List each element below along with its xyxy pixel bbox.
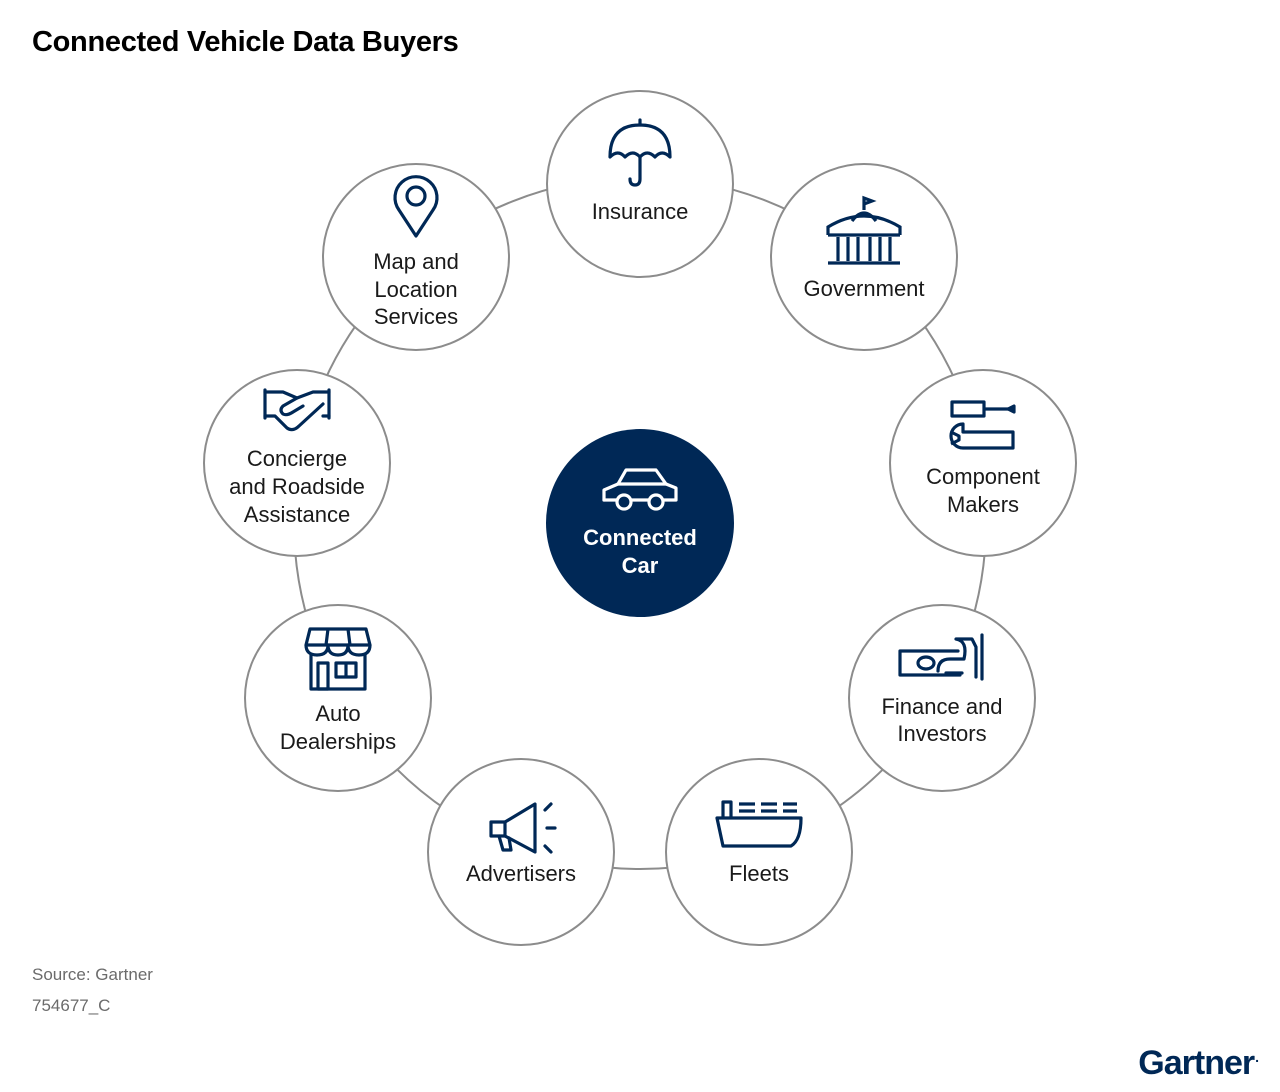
center-label-line-1: Connected [583,525,697,550]
node-label: Finance and [881,694,1002,719]
node-label: Makers [947,492,1019,517]
node-label: Auto [315,701,360,726]
node-label: and Roadside [229,474,365,499]
node-label: Dealerships [280,729,396,754]
node-label: Advertisers [466,861,576,886]
node-label: Government [803,276,924,301]
node-label: Services [374,304,458,329]
node-label: Fleets [729,861,789,886]
node-component-makers: Component Makers [889,369,1077,557]
node-map-location: Map and Location Services [322,163,510,351]
node-insurance: Insurance [546,90,734,278]
node-fleets: Fleets [665,758,853,946]
figure-id: 754677_C [32,996,111,1015]
node-label: Concierge [247,446,347,471]
node-label: Investors [897,721,986,746]
node-auto-dealerships: Auto Dealerships [244,604,432,792]
node-advertisers: Advertisers [427,758,615,946]
node-label: Assistance [244,502,350,527]
node-government: Government [770,163,958,351]
center-label-line-2: Car [622,553,659,578]
node-label: Insurance [592,199,689,224]
page-title: Connected Vehicle Data Buyers [32,26,459,58]
node-label: Component [926,464,1040,489]
center-node: Connected Car [546,429,734,617]
node-finance-investors: Finance and Investors [848,604,1036,792]
node-label: Location [374,277,457,302]
node-concierge-roadside: Concierge and Roadside Assistance [203,369,391,557]
gartner-logo: Gartner. [1138,1044,1259,1082]
node-label: Map and [373,249,459,274]
source-note: Source: Gartner [32,965,153,984]
